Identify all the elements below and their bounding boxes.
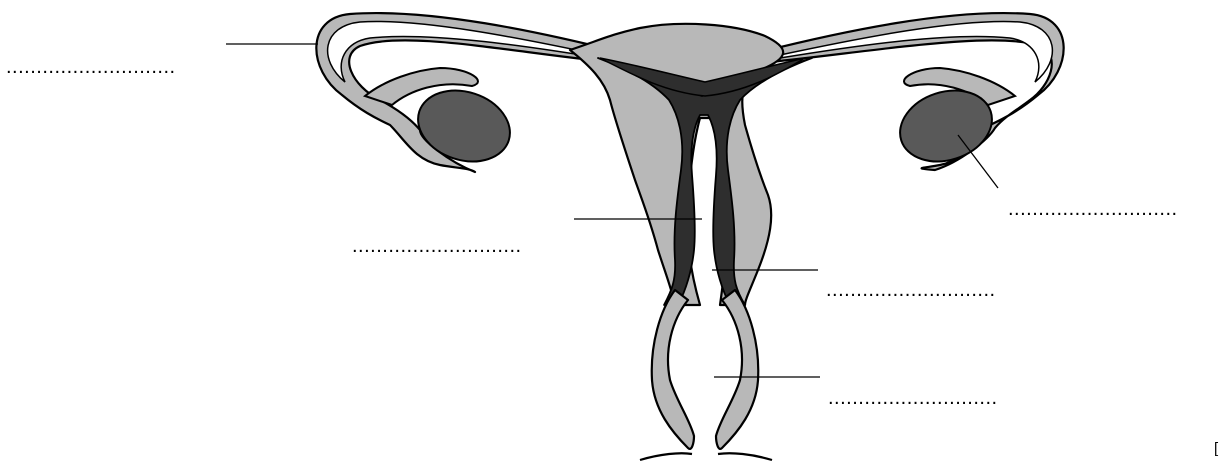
blank-ovary-label: ............................ (1008, 199, 1178, 219)
blank-cervix-label: ............................ (826, 280, 996, 300)
blank-uterus-label: ............................ (352, 236, 522, 256)
vagina-right-wall (716, 290, 758, 449)
blank-oviduct-label: ............................ (6, 57, 176, 77)
blank-vagina-label: ............................ (828, 388, 998, 408)
vulva-right (718, 453, 772, 460)
corner-bracket: [ (1214, 440, 1218, 457)
vagina (652, 290, 694, 449)
vulva-left (640, 453, 692, 460)
